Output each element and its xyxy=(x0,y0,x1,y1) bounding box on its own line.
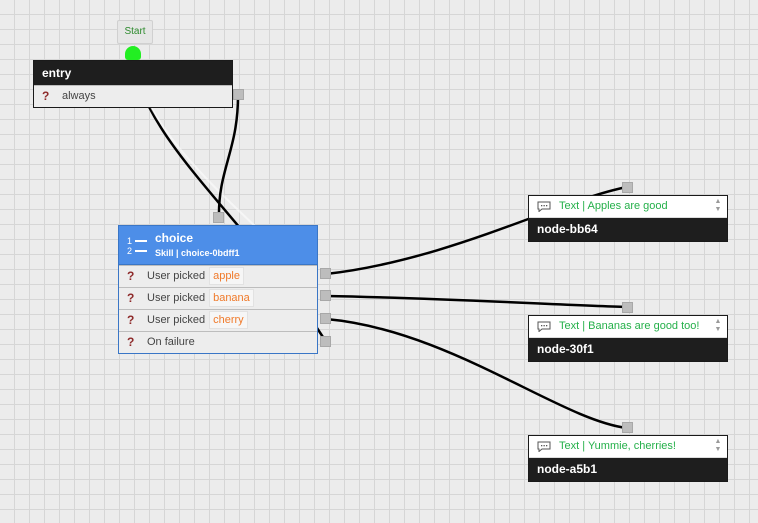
scroll-arrows-icon[interactable]: ▲▼ xyxy=(714,198,722,213)
text-node-title: node-a5b1 xyxy=(529,458,727,481)
text-node-3-input-port[interactable] xyxy=(622,422,633,433)
numbered-list-icon: 1 2 xyxy=(127,236,147,256)
condition-label: On failure xyxy=(147,336,195,348)
text-node-title: node-30f1 xyxy=(529,338,727,361)
question-mark-icon: ? xyxy=(127,335,135,349)
wire-entry-to-choice xyxy=(217,95,240,218)
choice-skill-title: choice xyxy=(155,231,194,245)
choice-output-port-banana[interactable] xyxy=(320,290,331,301)
choice-input-port[interactable] xyxy=(213,212,224,223)
list-icon-number-1: 1 xyxy=(127,236,132,246)
scroll-arrows-icon[interactable]: ▲▼ xyxy=(714,438,722,453)
choice-output-port-on-failure[interactable] xyxy=(320,336,331,347)
text-node-30f1[interactable]: Text | Bananas are good too! ▲▼ node-30f… xyxy=(528,315,728,362)
condition-label: User picked xyxy=(147,270,206,282)
choice-tag-banana: banana xyxy=(209,289,254,307)
entry-condition-always[interactable]: ? always xyxy=(34,85,232,107)
question-mark-icon: ? xyxy=(127,269,135,283)
text-node-message: Text | Apples are good xyxy=(559,200,668,212)
question-mark-icon: ? xyxy=(42,89,50,103)
text-node-a5b1[interactable]: Text | Yummie, cherries! ▲▼ node-a5b1 xyxy=(528,435,728,482)
start-connector-dot[interactable] xyxy=(125,46,141,60)
choice-skill-node[interactable]: 1 2 choice Skill | choice-0bdff1 ? User … xyxy=(118,225,318,354)
entry-node[interactable]: entry ? always xyxy=(33,60,233,108)
choice-output-port-cherry[interactable] xyxy=(320,313,331,324)
chat-bubble-icon xyxy=(537,321,551,332)
text-node-content[interactable]: Text | Apples are good ▲▼ xyxy=(529,196,727,218)
entry-node-title: entry xyxy=(34,61,232,85)
choice-skill-subtitle: Skill | choice-0bdff1 xyxy=(155,248,240,258)
chat-bubble-icon xyxy=(537,201,551,212)
choice-tag-cherry: cherry xyxy=(209,311,248,329)
entry-output-port[interactable] xyxy=(233,89,244,100)
chat-bubble-icon xyxy=(537,441,551,452)
text-node-message: Text | Bananas are good too! xyxy=(559,320,700,332)
text-node-message: Text | Yummie, cherries! xyxy=(559,440,676,452)
condition-label: always xyxy=(62,90,96,102)
choice-tag-apple: apple xyxy=(209,267,244,285)
list-icon-number-2: 2 xyxy=(127,246,132,256)
text-node-content[interactable]: Text | Yummie, cherries! ▲▼ xyxy=(529,436,727,458)
wire-banana-to-text xyxy=(325,294,628,309)
text-node-bb64[interactable]: Text | Apples are good ▲▼ node-bb64 xyxy=(528,195,728,242)
text-node-1-input-port[interactable] xyxy=(622,182,633,193)
choice-condition-on-failure[interactable]: ? On failure xyxy=(119,331,317,353)
question-mark-icon: ? xyxy=(127,313,135,327)
text-node-content[interactable]: Text | Bananas are good too! ▲▼ xyxy=(529,316,727,338)
condition-label: User picked xyxy=(147,292,206,304)
question-mark-icon: ? xyxy=(127,291,135,305)
start-label: Start xyxy=(117,20,153,44)
text-node-2-input-port[interactable] xyxy=(622,302,633,313)
choice-output-port-apple[interactable] xyxy=(320,268,331,279)
condition-label: User picked xyxy=(147,314,206,326)
text-node-title: node-bb64 xyxy=(529,218,727,241)
choice-skill-header: 1 2 choice Skill | choice-0bdff1 xyxy=(119,226,317,265)
scroll-arrows-icon[interactable]: ▲▼ xyxy=(714,318,722,333)
